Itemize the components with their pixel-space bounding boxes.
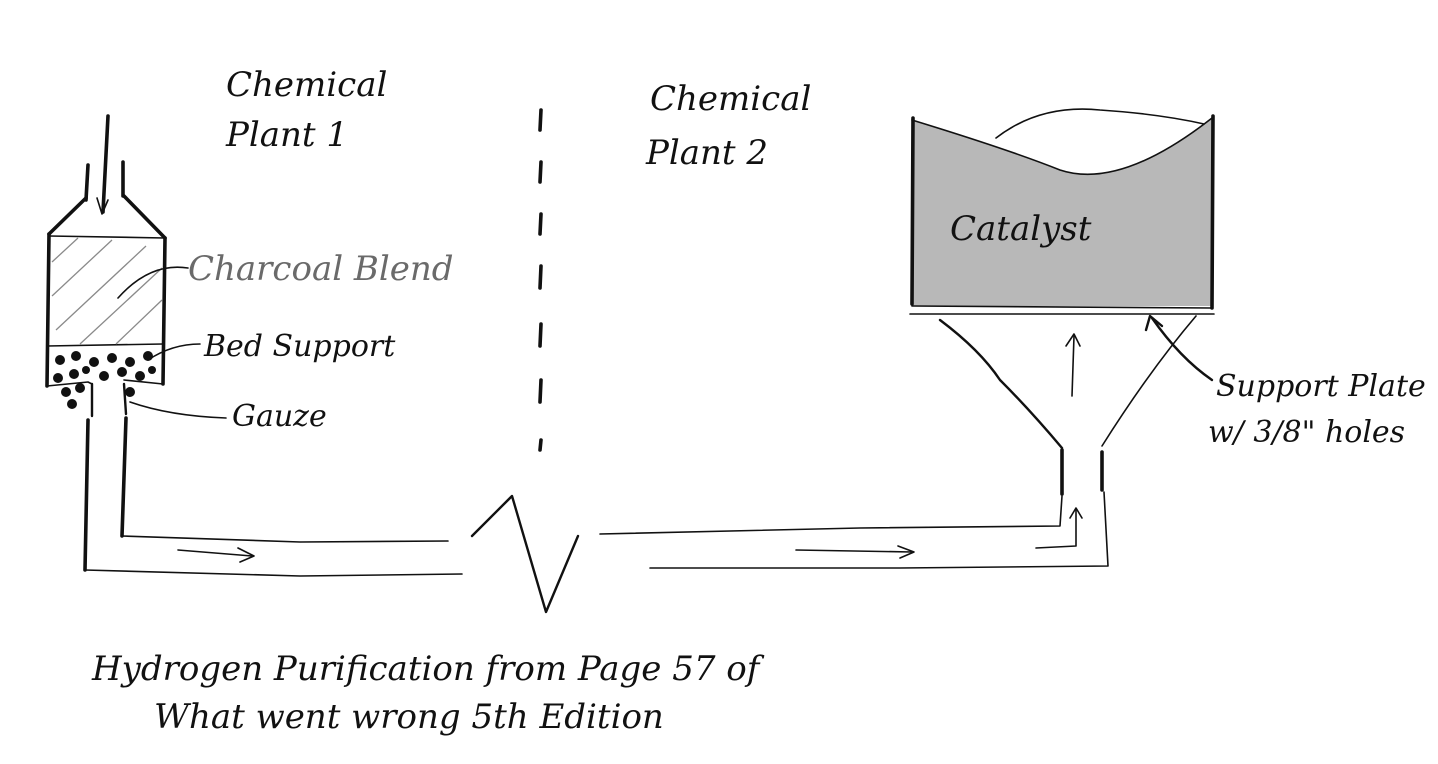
plant1-title-line1: Chemical: [226, 65, 387, 105]
charcoal-leader: [117, 266, 189, 299]
gauze-leader: [129, 401, 227, 419]
pipe-plant1: [84, 535, 463, 577]
plant-divider: [538, 108, 543, 452]
pipe-plant2: [599, 491, 1109, 569]
support-plate-label-line2: w/ 3/8" holes: [1208, 415, 1405, 450]
plant2-title-line1: Chemical: [650, 79, 811, 119]
bed-support-leader: [147, 343, 201, 361]
catalyst-reactor: [909, 108, 1215, 496]
catalyst-label: Catalyst: [950, 209, 1092, 249]
support-plate-label-line1: Support Plate: [1216, 369, 1426, 404]
charcoal-hatch: [51, 237, 163, 345]
pipe-break-symbol: [470, 494, 580, 614]
plant2-title-line2: Plant 2: [645, 133, 768, 173]
caption-line1: Hydrogen Purification from Page 57 of: [91, 649, 765, 689]
gauze-label: Gauze: [232, 399, 327, 434]
purifier-vessel: [45, 114, 167, 572]
plant1-title-line2: Plant 1: [225, 115, 348, 155]
caption-line2: What went wrong 5th Edition: [154, 697, 664, 737]
bed-support-beads: [53, 351, 156, 409]
charcoal-blend-label: Charcoal Blend: [188, 249, 454, 289]
bed-support-label: Bed Support: [203, 329, 396, 364]
